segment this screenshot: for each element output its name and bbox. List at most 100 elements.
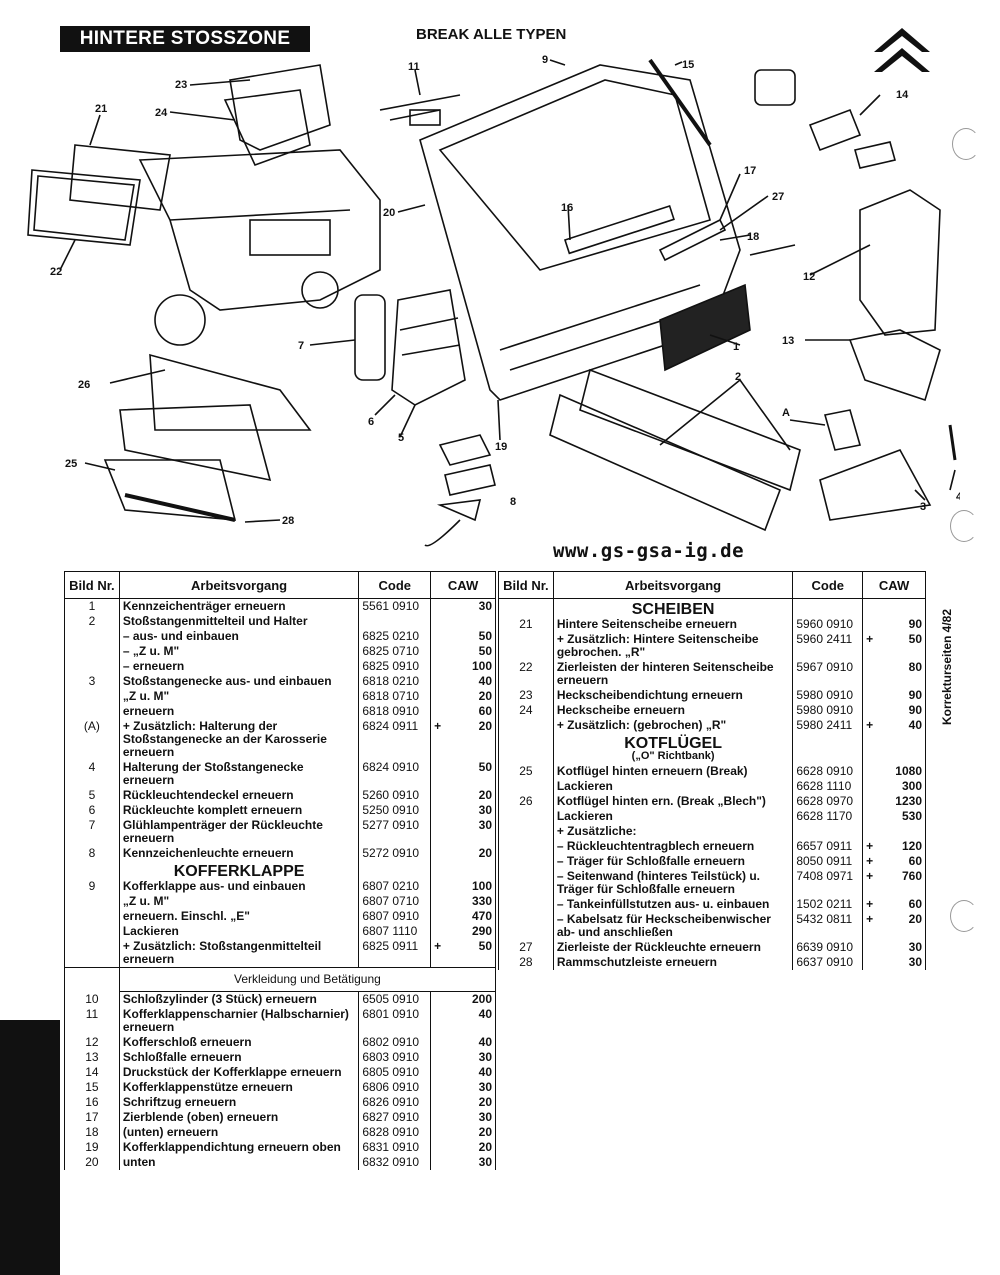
- operation-text: Zierleiste der Rückleuchte erneuern: [552, 940, 794, 955]
- row-number: 16: [64, 1095, 120, 1110]
- caw-value: +50: [430, 939, 496, 968]
- operation-text: + Zusätzlich: (gebrochen) „R": [552, 718, 794, 733]
- bracket-4: [948, 424, 957, 461]
- callout-15: 15: [682, 59, 694, 71]
- callout-6: 6: [368, 416, 374, 428]
- tail-lamp-6: [391, 289, 466, 406]
- row-number: [64, 924, 120, 939]
- caw-value: +760: [862, 869, 926, 897]
- caw-value: 40: [430, 674, 496, 689]
- cell-empty: [358, 861, 432, 879]
- row-number: [64, 629, 120, 644]
- callout-a: A: [782, 407, 790, 419]
- callout-14: 14: [896, 89, 909, 101]
- operation-text: – Kabelsatz für Heckscheibenwischer ab- …: [552, 912, 794, 940]
- caw-value: 50: [430, 644, 496, 659]
- plus-sign: +: [866, 869, 874, 883]
- operation-text: Rückleuchtendeckel erneuern: [118, 788, 360, 803]
- row-number: [498, 912, 554, 940]
- col-header-caw: CAW: [862, 571, 926, 599]
- caw-value: 50: [430, 629, 496, 644]
- caw-value: 530: [862, 809, 926, 824]
- row-number: [498, 632, 554, 660]
- caw-value: 1230: [862, 794, 926, 809]
- row-number: [64, 894, 120, 909]
- bracket-a: [823, 409, 862, 451]
- operation-code: 5960 0910: [792, 617, 864, 632]
- callout-5: 5: [398, 432, 404, 444]
- rubbing-strip-28: [124, 493, 236, 522]
- caw-value: +60: [862, 854, 926, 869]
- operation-text: Lackieren: [118, 924, 360, 939]
- operation-code: 5980 0910: [792, 703, 864, 718]
- callout-19: 19: [495, 441, 507, 453]
- caw-value: +60: [862, 897, 926, 912]
- plate-light-8: [438, 434, 492, 466]
- row-number: [498, 809, 554, 824]
- table-row: Verkleidung und Betätigung: [64, 967, 497, 992]
- callout-17: 17: [744, 165, 756, 177]
- plus-sign: +: [866, 839, 874, 853]
- script-badge-16: [563, 205, 675, 255]
- callout-28: 28: [282, 515, 294, 527]
- col-header-code: Code: [358, 571, 432, 599]
- binder-hole: [950, 510, 978, 542]
- operation-code: 6825 0911: [358, 939, 432, 968]
- callout-1: 1: [733, 341, 739, 353]
- caw-value: 20: [430, 1140, 496, 1155]
- operation-text: Heckscheibe erneuern: [552, 703, 794, 718]
- caw-value: 30: [430, 818, 496, 846]
- operation-code: 5561 0910: [358, 598, 432, 614]
- row-number: 19: [64, 1140, 120, 1155]
- website-url[interactable]: www.gs-gsa-ig.de: [553, 540, 745, 562]
- operation-text: Schloßzylinder (3 Stück) erneuern: [118, 991, 360, 1007]
- row-number: [64, 939, 120, 968]
- col-header-nr: Bild Nr.: [498, 571, 554, 599]
- operation-code: 6628 1170: [792, 809, 864, 824]
- operation-text: Lackieren: [552, 809, 794, 824]
- lock-cylinder: [754, 69, 796, 106]
- row-number: 10: [64, 991, 120, 1007]
- cell-empty: [64, 967, 120, 992]
- operation-code: 5960 2411: [792, 632, 864, 660]
- tailgate-9: [419, 64, 741, 401]
- callout-25: 25: [65, 458, 77, 470]
- row-number: [498, 718, 554, 733]
- col-header-op: Arbeitsvorgang: [552, 571, 794, 599]
- cell-empty: [64, 861, 120, 879]
- caw-value: 50: [430, 760, 496, 788]
- operation-code: 6805 0910: [358, 1065, 432, 1080]
- operation-text: Kofferklappenstütze erneuern: [118, 1080, 360, 1095]
- operation-code: 6827 0910: [358, 1110, 432, 1125]
- plus-sign: +: [866, 854, 874, 868]
- operation-code: 5277 0910: [358, 818, 432, 846]
- plus-sign: +: [434, 719, 442, 733]
- operation-text: Hintere Seitenscheibe erneuern: [552, 617, 794, 632]
- operation-text: Kotflügel hinten erneuern (Break): [552, 764, 794, 779]
- operation-text: – Seitenwand (hinteres Teilstück) u. Trä…: [552, 869, 794, 897]
- right-labor-table: Bild Nr. Arbeitsvorgang Code CAW SCHEIBE…: [498, 571, 926, 970]
- operation-code: [358, 614, 432, 629]
- caw-value: 300: [862, 779, 926, 794]
- row-number: 18: [64, 1125, 120, 1140]
- callout-13: 13: [782, 335, 794, 347]
- caw-value: 330: [430, 894, 496, 909]
- row-number: 12: [64, 1035, 120, 1050]
- operation-text: – „Z u. M": [118, 644, 360, 659]
- section-heading: KOTFLÜGEL(„O" Richtbank): [552, 733, 794, 764]
- callout-11: 11: [408, 61, 420, 73]
